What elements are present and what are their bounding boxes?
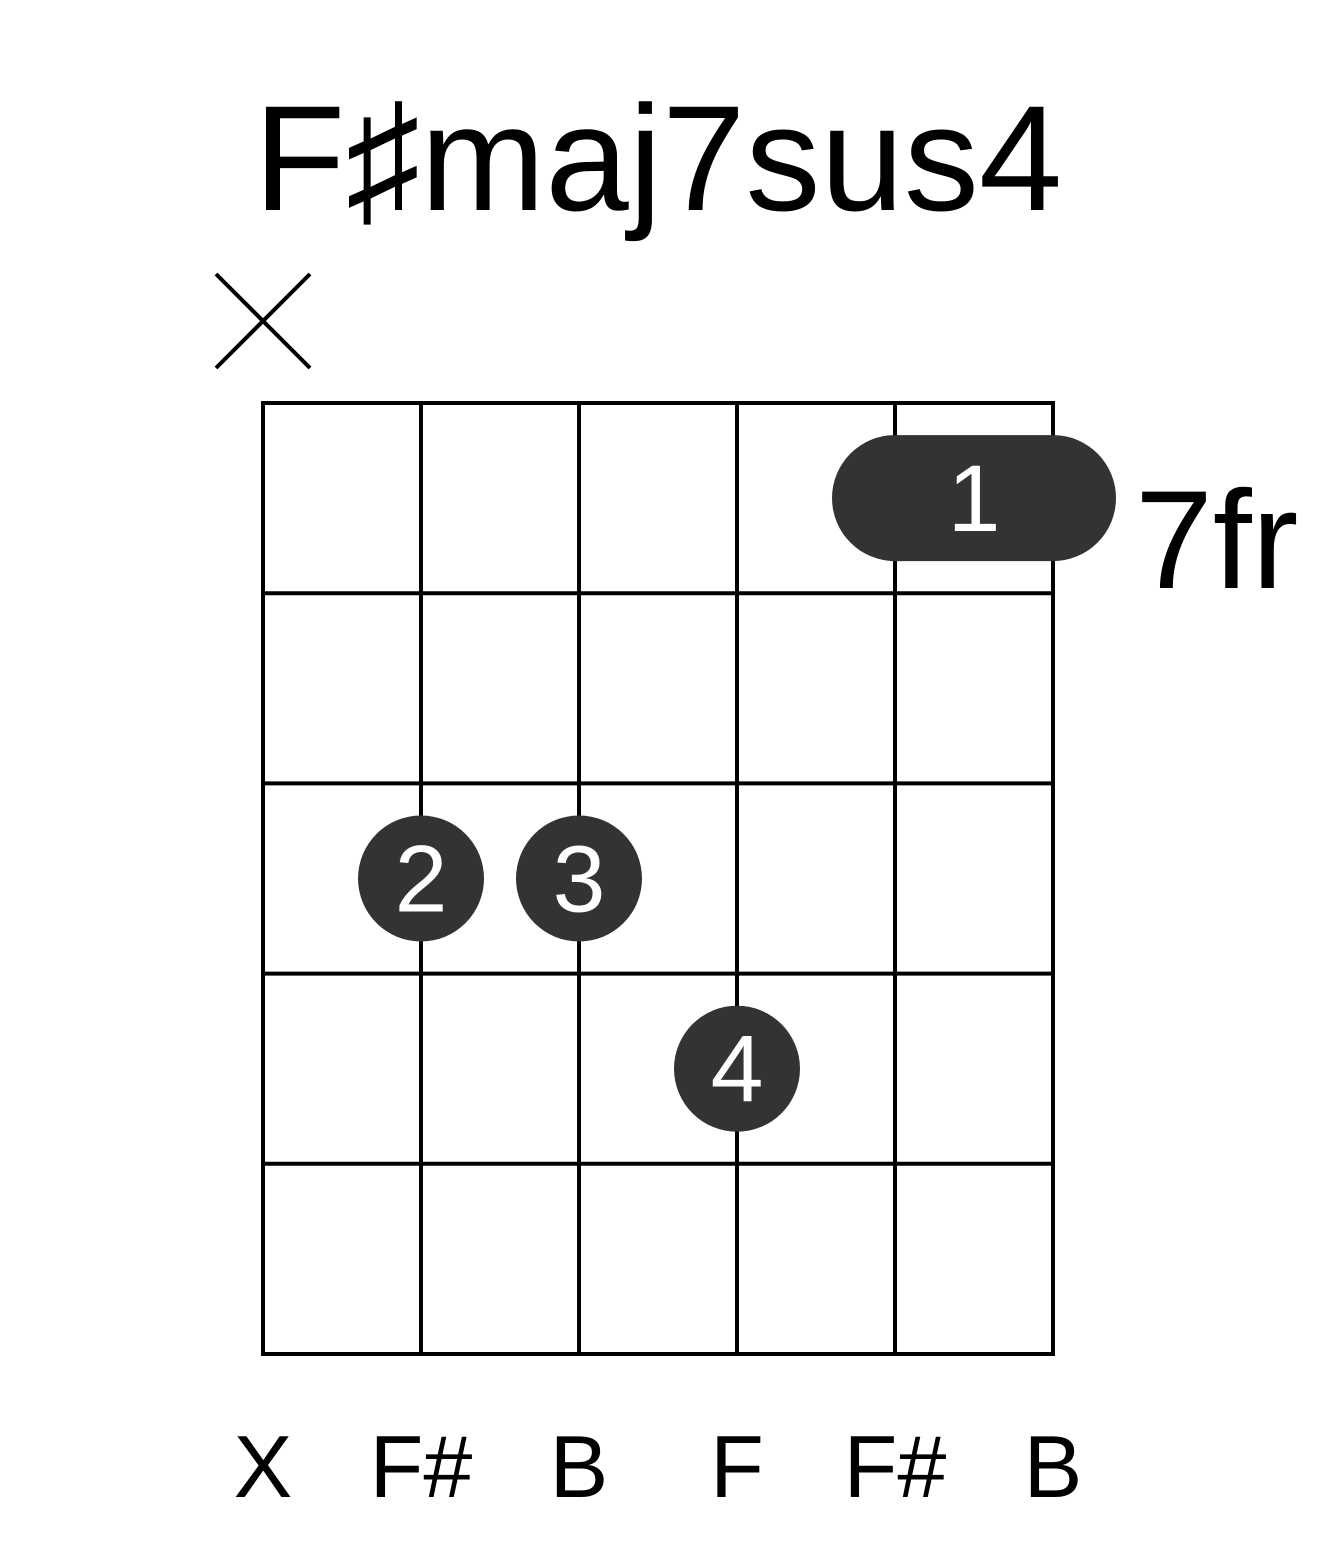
string-markers bbox=[214, 272, 312, 370]
string-note-label-2: F# bbox=[370, 1417, 473, 1516]
finger-number: 4 bbox=[711, 1017, 764, 1123]
finger-number: 3 bbox=[553, 827, 606, 933]
string-note-labels: X F# B F F# B bbox=[234, 1417, 1083, 1516]
string-note-label-3: B bbox=[550, 1417, 609, 1516]
finger-number: 2 bbox=[395, 827, 448, 933]
finger-number: 1 bbox=[948, 446, 1001, 552]
finger-dot-4 bbox=[674, 1005, 800, 1132]
fret-position-label: 7fr bbox=[1135, 461, 1298, 618]
muted-x-stroke bbox=[214, 272, 312, 370]
muted-string-marker-1 bbox=[214, 272, 312, 370]
finger-dot-2 bbox=[358, 815, 484, 942]
chord-title: F♯maj7sus4 bbox=[254, 74, 1063, 242]
barre-finger-1 bbox=[832, 435, 1116, 562]
finger-dot-3 bbox=[516, 815, 642, 942]
string-note-label-5: F# bbox=[844, 1417, 947, 1516]
string-note-label-1: X bbox=[234, 1417, 293, 1516]
string-note-label-6: B bbox=[1024, 1417, 1083, 1516]
string-note-label-4: F bbox=[710, 1417, 764, 1516]
